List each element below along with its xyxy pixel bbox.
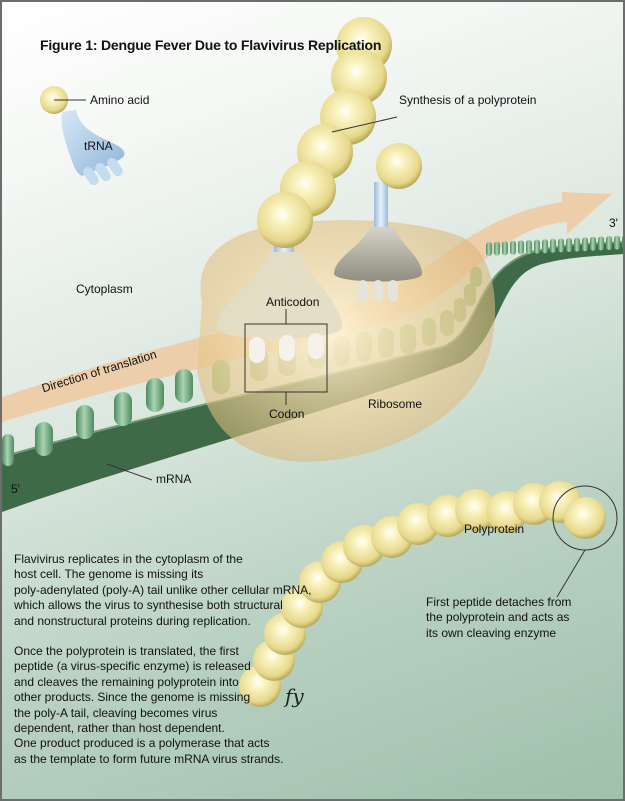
nucleotide <box>590 236 596 251</box>
nucleotide <box>510 240 516 255</box>
callout-first-peptide: First peptide detaches from the polyprot… <box>426 595 571 641</box>
polyprotein-chain <box>239 481 606 707</box>
label-polyprotein: Polyprotein <box>464 522 525 536</box>
paragraph-line: One product produced is a polymerase tha… <box>14 736 270 751</box>
paragraph-line: peptide (a virus-specific enzyme) is rel… <box>14 659 251 674</box>
nucleotide <box>550 238 556 253</box>
paragraph-line: as the template to form future mRNA viru… <box>14 751 284 766</box>
nucleotide <box>518 240 524 255</box>
polyprotein-bead <box>455 489 497 531</box>
first-peptide-callout <box>552 485 618 598</box>
label-codon: Codon <box>269 407 305 421</box>
trna-free <box>40 86 125 186</box>
nucleotide <box>566 238 572 252</box>
paragraph-line: the poly-A tail, cleaving becomes virus <box>14 705 218 720</box>
paragraph-line: host cell. The genome is missing its <box>14 567 204 582</box>
label-trna: tRNA <box>84 139 113 153</box>
paragraph-line: other products. Since the genome is miss… <box>14 690 251 705</box>
nucleotide <box>526 240 532 254</box>
paragraph-line: poly-adenylated (poly-A) tail unlike oth… <box>14 582 312 597</box>
paragraph-line: Once the polyprotein is translated, the … <box>14 644 239 658</box>
nucleotide <box>574 237 580 252</box>
growing-polyprotein <box>257 17 398 248</box>
paragraph-cleaving: Once the polyprotein is translated, the … <box>14 644 283 767</box>
mrna-leader <box>106 463 153 481</box>
callout-line: the polyprotein and acts as <box>426 610 570 625</box>
label-amino-acid: Amino acid <box>90 93 150 107</box>
nucleotide <box>598 236 604 251</box>
nucleotide <box>534 239 540 254</box>
nucleotide <box>622 235 623 249</box>
label-5-prime: 5′ <box>11 482 20 496</box>
nucleotide <box>542 239 548 254</box>
artist-signature: fy <box>285 684 304 708</box>
label-ribosome: Ribosome <box>368 397 423 411</box>
nucleotides-far <box>486 235 623 256</box>
callout-line: First peptide detaches from <box>426 595 572 609</box>
paragraph-line: and nonstructural proteins during replic… <box>14 613 251 628</box>
paragraph-line: Flavivirus replicates in the cytoplasm o… <box>14 552 243 566</box>
nucleotide <box>606 236 612 250</box>
paragraph-line: which allows the virus to synthesise bot… <box>14 598 283 613</box>
paragraph-line: dependent, rather than host dependent. <box>14 721 225 736</box>
paragraph-line: and cleaves the remaining polyprotein in… <box>14 674 239 689</box>
callout-line: its own cleaving enzyme <box>426 625 557 640</box>
label-synthesis: Synthesis of a polyprotein <box>399 93 537 107</box>
codon-bracket <box>244 309 328 405</box>
label-mrna: mRNA <box>156 472 192 486</box>
label-cytoplasm: Cytoplasm <box>76 282 133 296</box>
nucleotide <box>502 241 508 256</box>
polyprotein-bead <box>564 497 606 539</box>
paragraph-replication: Flavivirus replicates in the cytoplasm o… <box>14 552 311 629</box>
label-anticodon: Anticodon <box>266 295 320 309</box>
figure-title: Figure 1: Dengue Fever Due to Flavivirus… <box>40 37 382 53</box>
nucleotide <box>494 241 500 256</box>
label-3-prime: 3′ <box>609 216 618 230</box>
nucleotide <box>486 242 492 256</box>
nucleotide <box>558 238 564 253</box>
trna-second <box>334 143 422 302</box>
nucleotide <box>614 235 620 250</box>
trna-active <box>217 214 342 363</box>
nucleotide <box>582 237 588 252</box>
